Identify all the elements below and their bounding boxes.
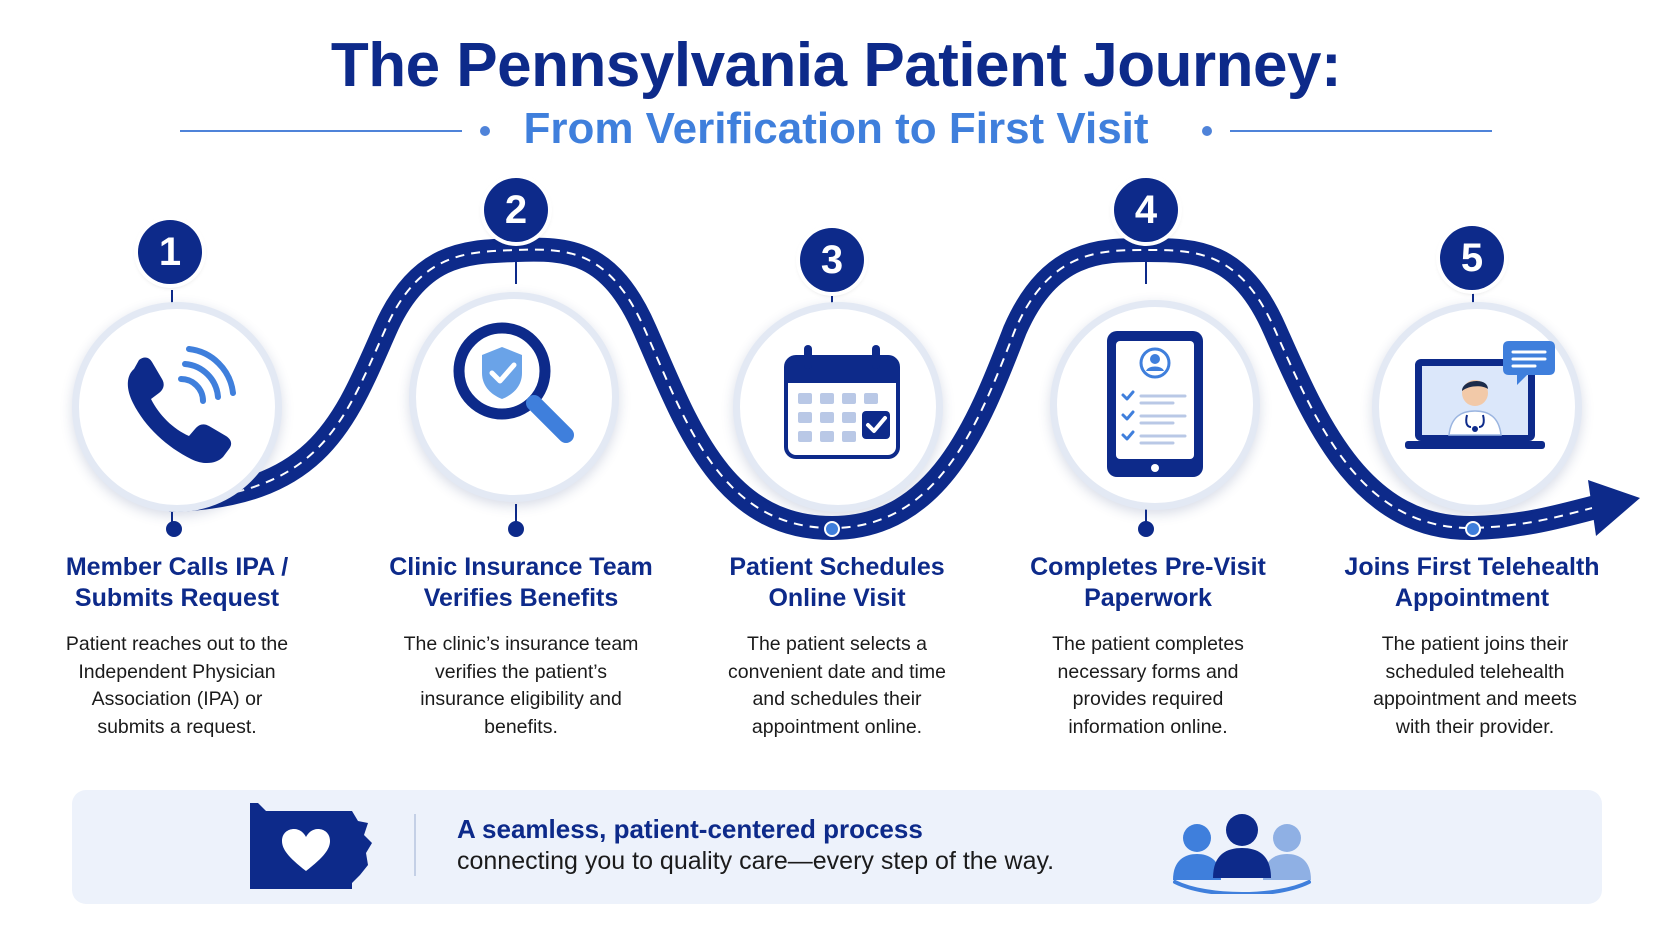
step2-description: The clinic’s insurance team verifies the…	[386, 631, 656, 741]
step2-number-badge: 2	[484, 178, 548, 242]
step2-title-line: Verifies Benefits	[423, 584, 619, 612]
step4-description-line: necessary forms and	[1057, 660, 1239, 683]
subtitle-left-dot	[480, 126, 490, 136]
step3-title: Patient Schedules Online Visit	[687, 552, 987, 614]
step4-description-line: provides required	[1072, 688, 1224, 710]
step3-description-line: convenient date and time	[728, 660, 946, 683]
step4-description-line: information online.	[1068, 715, 1228, 738]
step3-title-line: Online Visit	[768, 584, 906, 612]
step3-description-line: appointment online.	[751, 715, 923, 738]
step2-icon-circle	[409, 292, 619, 502]
banner-tagline: connecting you to quality care—every ste…	[457, 847, 1055, 875]
step3-icon-circle	[733, 302, 943, 512]
laptop-doctor-icon	[1405, 341, 1555, 449]
step3-description-line: and schedules their	[752, 688, 922, 710]
step2-description-line: insurance eligibility and	[420, 688, 622, 710]
step1-title: Member Calls IPA / Submits Request	[27, 552, 327, 614]
step2-description-line: The clinic’s insurance team	[403, 633, 639, 655]
step5-number-badge: 5	[1440, 226, 1504, 290]
step1-description-line: Association (IPA) or	[91, 688, 263, 710]
banner-divider	[414, 814, 416, 876]
step2-description-line: verifies the patient’s	[435, 660, 607, 683]
summary-banner: A seamless, patient-centered process con…	[72, 790, 1602, 904]
step1-description-line: Independent Physician	[78, 660, 276, 683]
calendar-check-icon	[784, 345, 900, 459]
step4-description-line: The patient completes	[1052, 633, 1244, 655]
subtitle-right-rule	[1230, 130, 1492, 132]
step1-description-line: Patient reaches out to the	[65, 633, 289, 655]
step5-title-line: Joins First Telehealth	[1344, 553, 1600, 581]
step4-description: The patient completes necessary forms an…	[1013, 631, 1283, 741]
step4-anchor-dot	[1138, 521, 1154, 537]
step3-title-line: Patient Schedules	[729, 553, 945, 581]
people-group-icon	[1173, 814, 1311, 894]
step4-number-badge: 4	[1114, 178, 1178, 242]
step5-icon-circle	[1372, 302, 1582, 512]
step2-anchor-dot	[508, 521, 524, 537]
pennsylvania-heart-icon	[250, 803, 372, 889]
subtitle-right-dot	[1202, 126, 1212, 136]
road-center-dashes	[171, 248, 1601, 530]
step1-title-line: Member Calls IPA /	[65, 553, 289, 581]
step1-title-line: Submits Request	[74, 584, 280, 612]
step4-title-line: Paperwork	[1084, 584, 1212, 612]
magnifier-shield-icon	[453, 322, 574, 443]
page-subtitle: From Verification to First Visit	[523, 104, 1149, 153]
step4-title-line: Completes Pre-Visit	[1030, 553, 1266, 581]
banner-headline: A seamless, patient-centered process	[457, 814, 923, 844]
step3-description-line: The patient selects a	[747, 633, 927, 655]
step2-title: Clinic Insurance Team Verifies Benefits	[371, 552, 671, 614]
step5-anchor-dot	[1465, 521, 1481, 537]
step5-title: Joins First Telehealth Appointment	[1322, 552, 1622, 614]
step5-title-line: Appointment	[1394, 584, 1550, 612]
step1-anchor-dot	[166, 521, 182, 537]
phone-icon	[127, 346, 236, 464]
step1-number-badge: 1	[138, 220, 202, 284]
step5-description-line: appointment and meets	[1373, 688, 1577, 710]
step5-description-line: scheduled telehealth	[1385, 660, 1565, 683]
tablet-form-icon	[1107, 331, 1203, 477]
step5-description-line: The patient joins their	[1381, 633, 1569, 655]
page-title: The Pennsylvania Patient Journey:	[330, 31, 1342, 100]
step3-description: The patient selects a convenient date an…	[702, 631, 972, 741]
step4-icon-circle	[1050, 300, 1260, 510]
step5-description: The patient joins their scheduled telehe…	[1340, 631, 1610, 741]
subtitle-row: From Verification to First Visit	[0, 104, 1672, 164]
road-arrow-head	[1588, 480, 1640, 536]
step4-title: Completes Pre-Visit Paperwork	[998, 552, 1298, 614]
step1-icon-circle	[72, 302, 282, 512]
step5-description-line: with their provider.	[1395, 715, 1555, 738]
step1-description: Patient reaches out to the Independent P…	[42, 631, 312, 741]
step3-number-badge: 3	[800, 228, 864, 292]
subtitle-left-rule	[180, 130, 462, 132]
step2-description-line: benefits.	[484, 715, 558, 738]
step2-title-line: Clinic Insurance Team	[389, 553, 653, 581]
step1-description-line: submits a request.	[97, 715, 257, 738]
step3-anchor-dot	[824, 521, 840, 537]
